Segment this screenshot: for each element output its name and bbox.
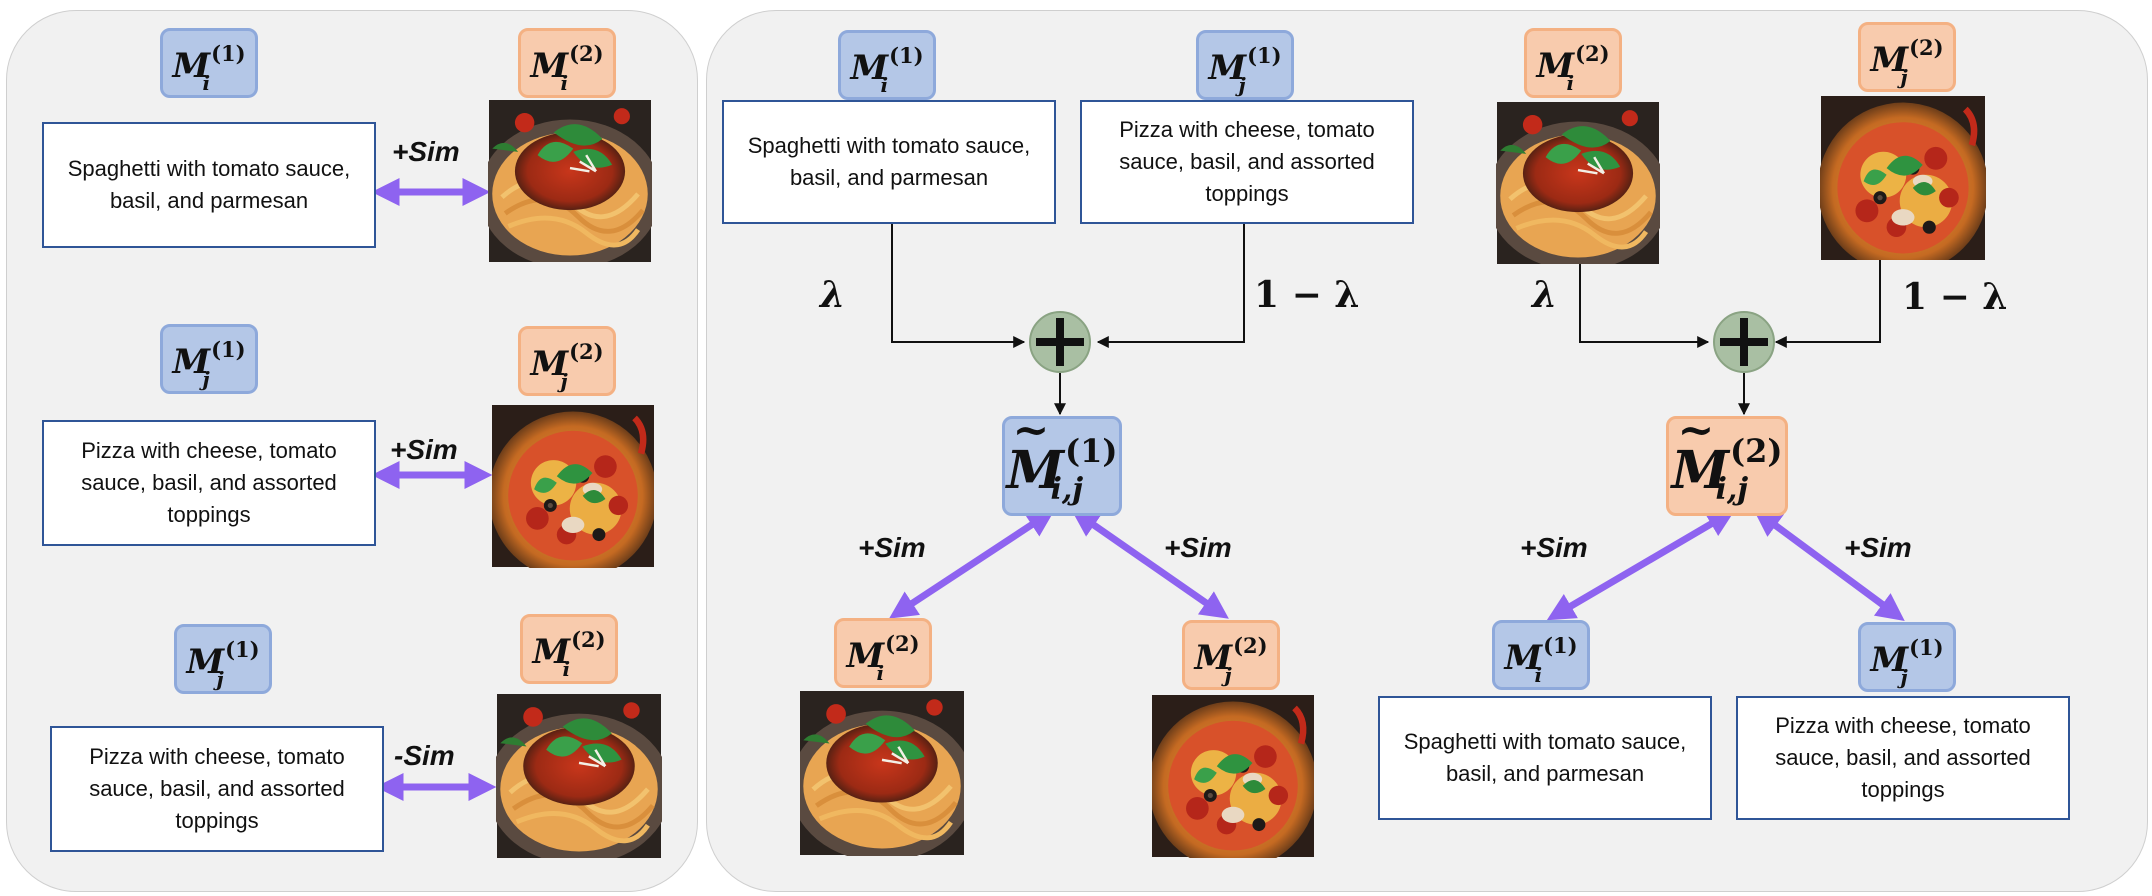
tilde-accent: ~ [1677,405,1715,456]
M-symbol: M [1194,638,1233,678]
modality2-node-i: M(2)i [518,28,616,98]
superscript: (2) [1575,41,1610,66]
subscript: i,j [1050,472,1084,507]
M-symbol: M [1504,638,1543,678]
superscript: (1) [211,337,246,362]
modality1-node-i: M(1)i [1492,620,1590,690]
subscript: j [202,367,210,391]
spaghetti-image [496,694,662,858]
subscript: j [1224,663,1232,687]
lambda-weight: λ [1532,274,1558,316]
sim-label: +Sim [1844,532,1912,563]
modality2-node-j: M(2)j [1858,22,1956,92]
sim-label: +Sim [392,136,460,167]
spaghetti-image [1496,102,1660,264]
superscript: (1) [1065,432,1118,470]
modality2-node-i: M(2)i [834,618,932,688]
superscript: (2) [571,627,606,652]
caption-pizza: Pizza with cheese, tomato sauce, basil, … [1736,696,2070,820]
modality1-node-i: M(1)i [838,30,936,100]
subscript: i [1534,663,1543,687]
M-symbol: M [530,344,569,384]
sim-label: +Sim [390,434,458,465]
M-symbol: M [530,46,569,86]
M-symbol: M [1671,440,1729,501]
sim-label: +Sim [858,532,926,563]
M-symbol: M [172,46,211,86]
modality2-node-j: M(2)j [1182,620,1280,690]
subscript: j [1238,73,1246,97]
superscript: (2) [569,339,604,364]
pizza-image [492,404,654,568]
superscript: (1) [889,43,924,68]
caption-spaghetti: Spaghetti with tomato sauce, basil, and … [1378,696,1712,820]
modality2-node-i: M(2)i [520,614,618,684]
superscript: (2) [885,631,920,656]
superscript: (2) [1233,633,1268,658]
superscript: (1) [1543,633,1578,658]
M-symbol: M [846,636,885,676]
lambda-weight: λ [820,274,846,316]
subscript: j [560,369,568,393]
M-symbol: M [850,48,889,88]
modality1-node-j: M(1)j [1196,30,1294,100]
modality1-node-j: M(1)j [160,324,258,394]
sim-label: +Sim [1520,532,1588,563]
subscript: j [1900,665,1908,689]
one-minus-lambda-weight: 1 − λ [1902,276,2008,318]
modality1-node-i: M(1)i [160,28,258,98]
subscript: i [876,661,885,685]
subscript: i,j [1715,472,1749,507]
M-symbol: M [186,642,225,682]
superscript: (1) [1247,43,1282,68]
caption-spaghetti: Spaghetti with tomato sauce, basil, and … [722,100,1056,224]
spaghetti-image [800,690,964,856]
subscript: i [562,657,571,681]
M-symbol: M [1208,48,1247,88]
modality1-node-j: M(1)j [174,624,272,694]
M-symbol: M [1870,640,1909,680]
M-symbol: M [1006,440,1064,501]
tilde-accent: ~ [1012,405,1050,456]
modality2-node-i: M(2)i [1524,28,1622,98]
superscript: (1) [211,41,246,66]
pizza-image [1820,96,1986,260]
subscript: i [880,73,889,97]
caption-spaghetti: Spaghetti with tomato sauce, basil, and … [42,122,376,248]
M-symbol: M [1870,40,1909,80]
superscript: (2) [569,41,604,66]
subscript: i [202,71,211,95]
subscript: i [1566,71,1575,95]
modality1-node-j: M(1)j [1858,622,1956,692]
caption-pizza: Pizza with cheese, tomato sauce, basil, … [50,726,384,852]
caption-pizza: Pizza with cheese, tomato sauce, basil, … [1080,100,1414,224]
sim-label: +Sim [1164,532,1232,563]
superscript: (2) [1909,35,1944,60]
mixed-modality2-node: ~M(2)i,j [1666,409,1788,516]
subscript: i [560,71,569,95]
mixed-modality1-node: ~M(1)i,j [1002,409,1122,516]
superscript: (2) [1730,432,1783,470]
superscript: (1) [225,637,260,662]
dissim-label: -Sim [394,740,455,771]
caption-pizza: Pizza with cheese, tomato sauce, basil, … [42,420,376,546]
pizza-image [1152,694,1314,858]
M-symbol: M [532,632,571,672]
superscript: (1) [1909,635,1944,660]
subscript: j [1900,65,1908,89]
modality2-node-j: M(2)j [518,326,616,396]
M-symbol: M [1536,46,1575,86]
one-minus-lambda-weight: 1 − λ [1254,274,1360,316]
M-symbol: M [172,342,211,382]
subscript: j [216,667,224,691]
spaghetti-image [488,100,652,262]
